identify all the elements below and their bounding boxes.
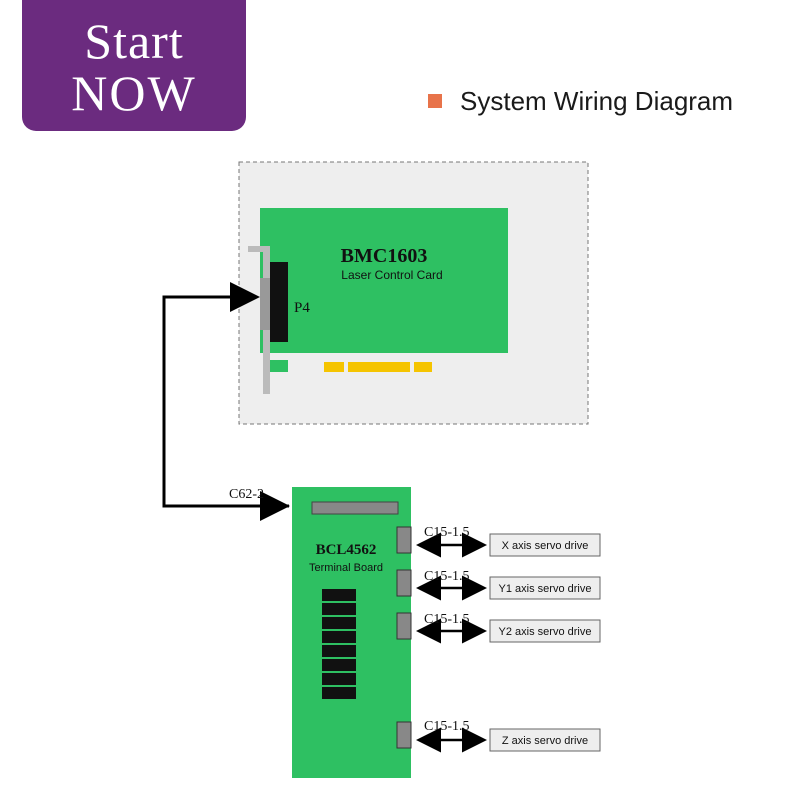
- main-cable-label: C62-2: [229, 487, 264, 502]
- terminal-block-7: [322, 673, 356, 685]
- brand-logo: Start NOW: [22, 0, 246, 131]
- drive-label-y2: Y2 axis servo drive: [499, 626, 592, 638]
- drive-box-y1: [489, 576, 601, 600]
- card-bracket-top: [248, 246, 270, 252]
- terminal-block-4: [322, 631, 356, 643]
- pci-contact-2: [348, 362, 410, 372]
- pci-contact-1: [324, 362, 344, 372]
- p4-shell: [260, 278, 270, 330]
- axis-connector-z: [396, 721, 412, 749]
- drive-label-x: X axis servo drive: [502, 540, 589, 552]
- axis-cable-label-y1: C15-1.5: [424, 569, 470, 584]
- title-text: System Wiring Diagram: [460, 86, 734, 116]
- terminal-block-2: [322, 603, 356, 615]
- drive-label-z: Z axis servo drive: [502, 735, 588, 747]
- title-bullet-icon: [428, 94, 442, 108]
- drive-box-x: [489, 533, 601, 557]
- terminal-board-subtitle: Terminal Board: [309, 562, 383, 574]
- logo-line-now: NOW: [71, 65, 197, 121]
- p4-connector: [270, 262, 288, 342]
- terminal-board-model: BCL4562: [316, 542, 377, 558]
- terminal-block-1: [322, 589, 356, 601]
- terminal-block-8: [322, 687, 356, 699]
- control-card-subtitle: Laser Control Card: [341, 268, 442, 282]
- terminal-block-6: [322, 659, 356, 671]
- control-card-board: [260, 208, 508, 353]
- axis-cable-label-x: C15-1.5: [424, 525, 470, 540]
- axis-connector-x: [396, 526, 412, 554]
- axis-connector-y2: [396, 612, 412, 640]
- terminal-top-header: [311, 501, 399, 515]
- drive-box-y2: [489, 619, 601, 643]
- logo-line-start: Start: [84, 13, 184, 69]
- drive-label-y1: Y1 axis servo drive: [499, 583, 592, 595]
- pci-contact-3: [414, 362, 432, 372]
- card-pad: [270, 360, 288, 372]
- axis-cable-label-z: C15-1.5: [424, 719, 470, 734]
- terminal-block-5: [322, 645, 356, 657]
- p4-label: P4: [294, 300, 310, 316]
- terminal-block-3: [322, 617, 356, 629]
- axis-cable-label-y2: C15-1.5: [424, 612, 470, 627]
- drive-box-z: [489, 728, 601, 752]
- control-card-model: BMC1603: [341, 245, 428, 267]
- axis-connector-y1: [396, 569, 412, 597]
